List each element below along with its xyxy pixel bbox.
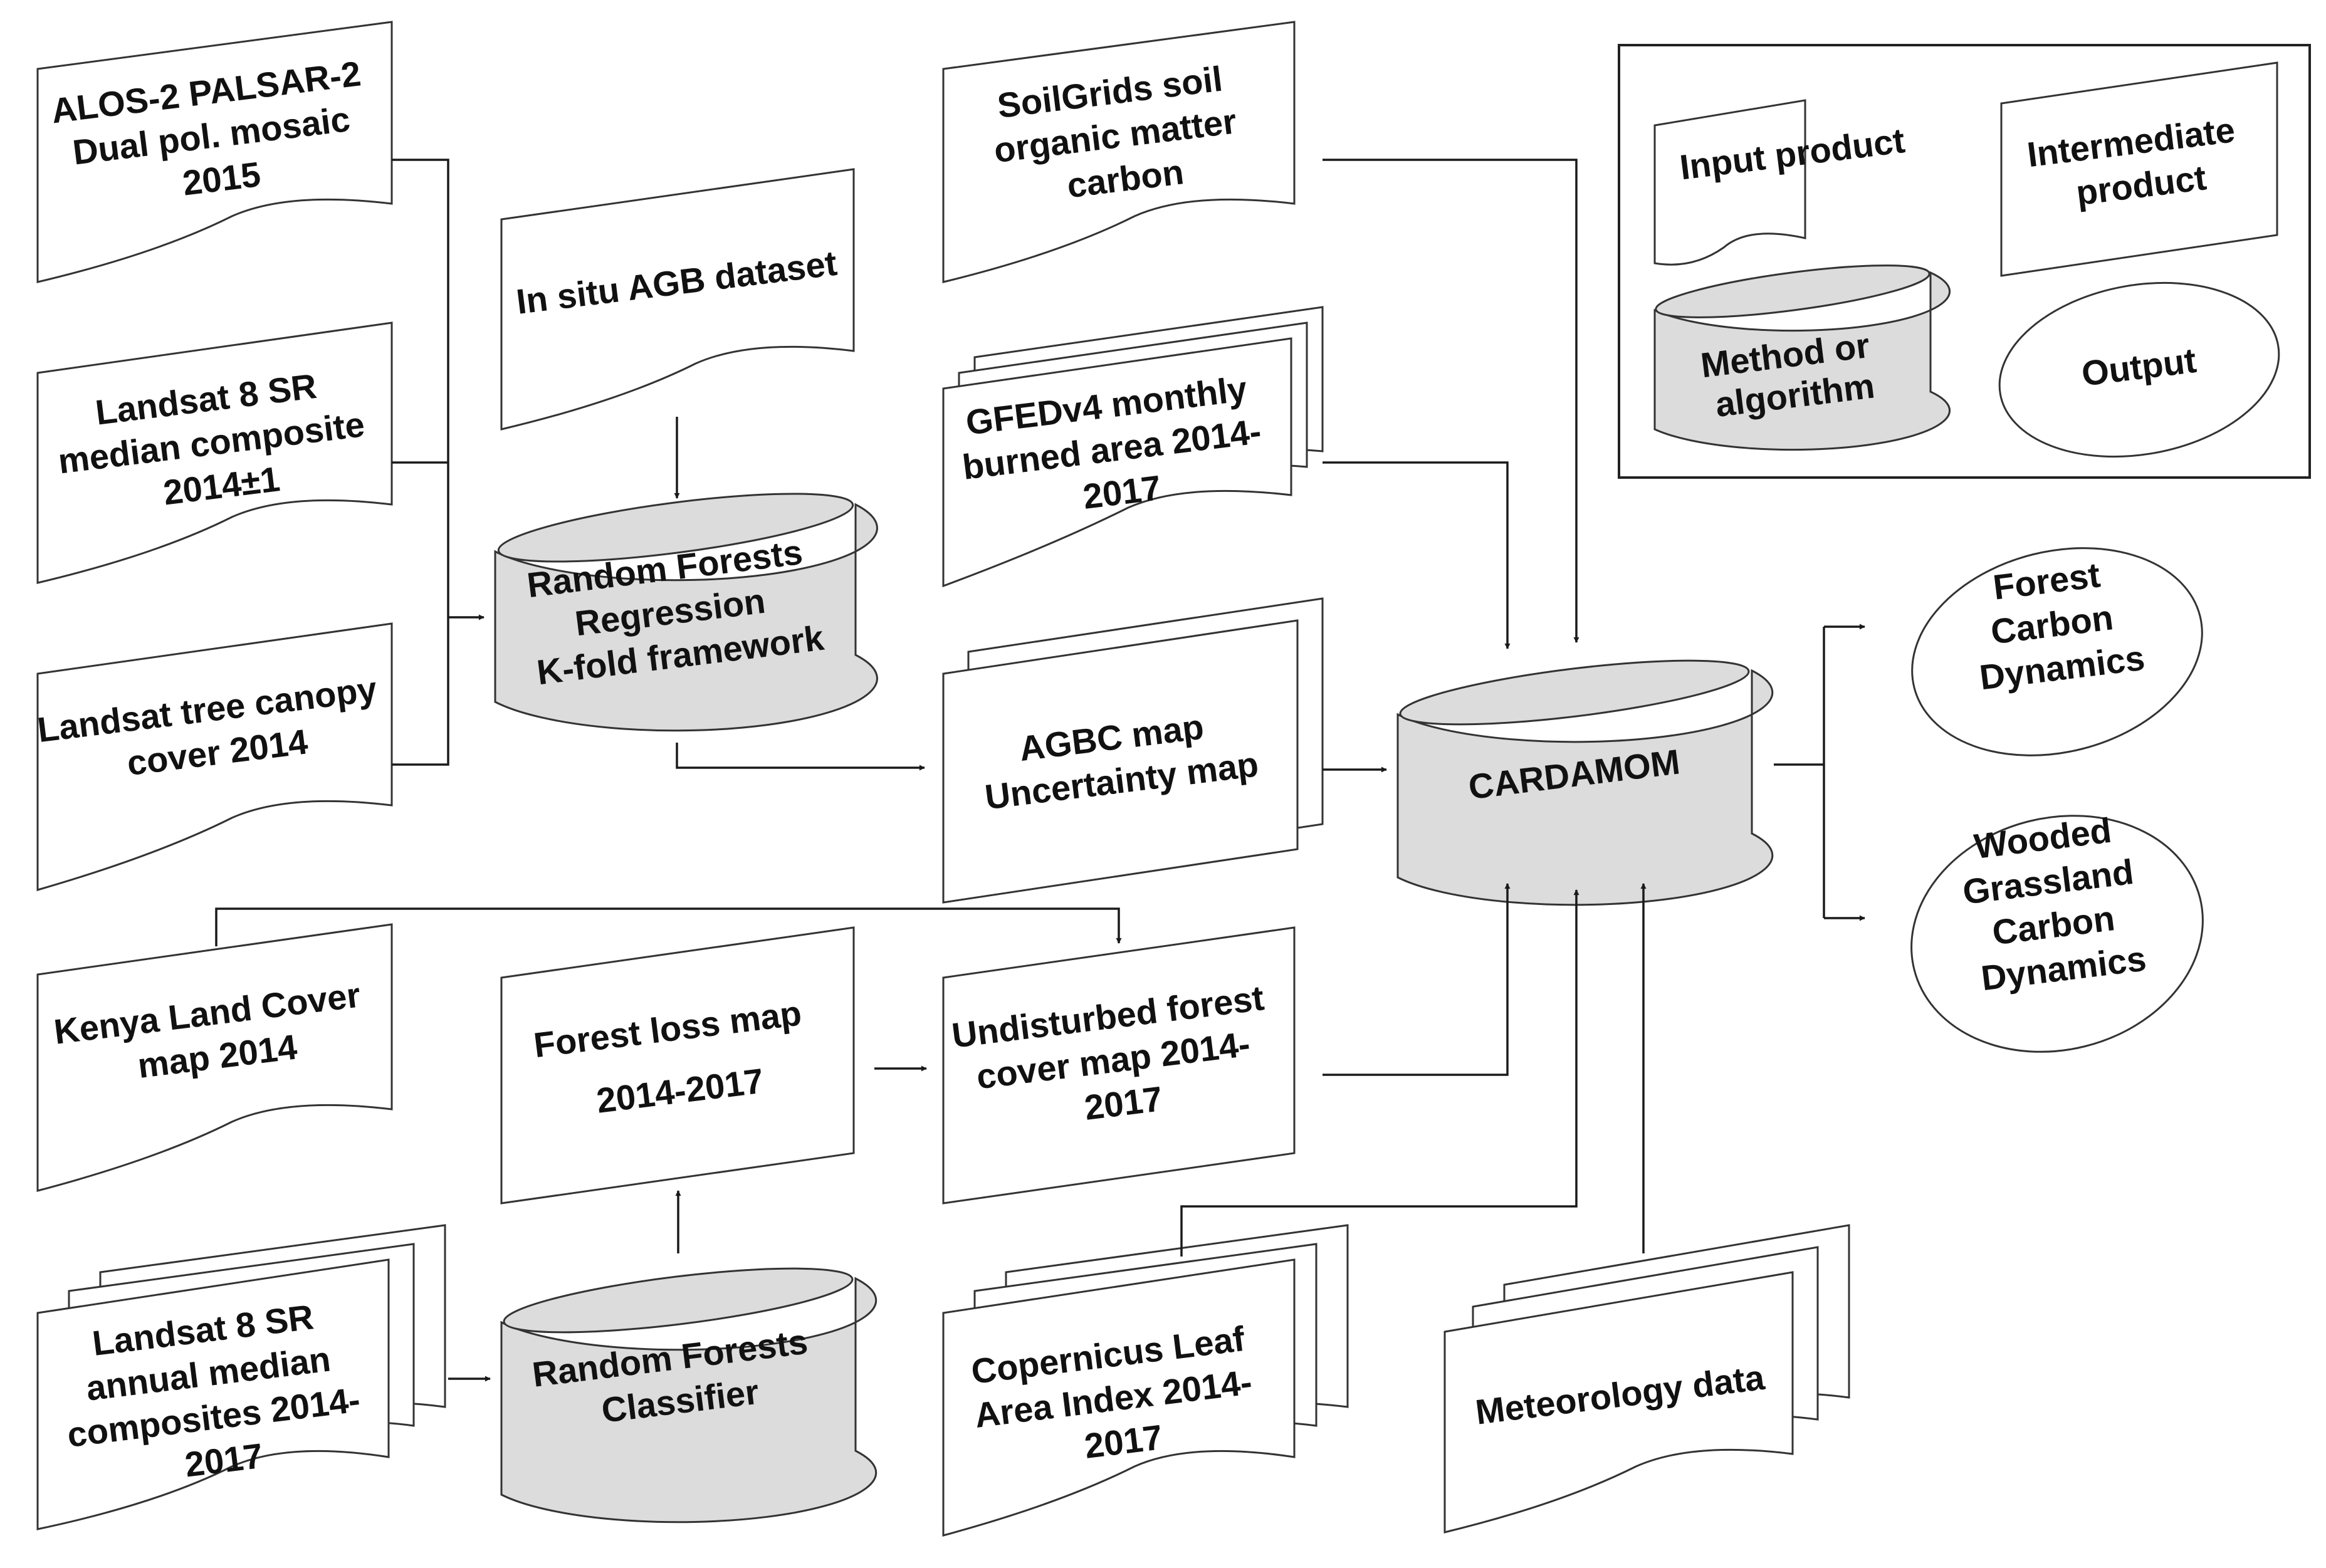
arrow-copernicus-to-cardamom [1180,889,1579,1257]
legend-intermediate-product: Intermediate product [2000,61,2278,277]
arrow-kenya-to-undisturbed [215,907,1122,946]
input-alos-palsar: ALOS-2 PALSAR-2 Dual pol. mosaic 2015 [36,21,393,283]
method-rf-regression: Random Forests Regression K-fold framewo… [494,493,878,732]
input-copernicus-lai: Copernicus Leaf Area Index 2014- 2017 [942,1224,1349,1537]
input-soilgrids: SoilGrids soil organic matter carbon [942,21,1296,283]
arrow-undisturbed-to-cardamom [1323,883,1511,1076]
output-forest-carbon: Forest Carbon Dynamics [1911,547,2203,756]
intermediate-undisturbed-forest: Undisturbed forest cover map 2014- 2017 [942,926,1296,1205]
input-meteorology: Meteorology data [1443,1224,1850,1534]
connectors [215,159,1865,1382]
legend-method-or-algorithm: Method or algorithm [1653,264,1951,451]
legend-output: Output [1998,281,2280,458]
input-landsat-annual: Landsat 8 SR annual median composites 20… [36,1224,446,1530]
output-grassland-carbon: Wooded Grassland Carbon Dynamics [1910,810,2204,1053]
intermediate-forest-loss: Forest loss map 2014-2017 [500,926,855,1205]
input-landsat-median: Landsat 8 SR median composite 2014±1 [36,321,393,584]
input-gfed-burned-area: GFEDv4 monthly burned area 2014- 2017 [942,306,1324,588]
input-tree-canopy: Landsat tree canopy cover 2014 [35,622,393,891]
arrow-gfed-to-cardamom [1323,461,1511,649]
input-kenya-land-cover: Kenya Land Cover map 2014 [36,923,393,1192]
legend: Input product Intermediate product Metho… [1618,44,2311,479]
method-cardamom: CARDAMOM [1396,659,1774,906]
arrow-rf-regression-to-agbc [676,743,925,771]
arrow-soilgrids-to-cardamom [1323,159,1579,643]
method-rf-classifier: Random Forests Classifier [500,1267,877,1524]
intermediate-agbc-map: AGBC map Uncertainty map [942,597,1324,904]
input-in-situ-agb: In situ AGB dataset [500,168,855,431]
